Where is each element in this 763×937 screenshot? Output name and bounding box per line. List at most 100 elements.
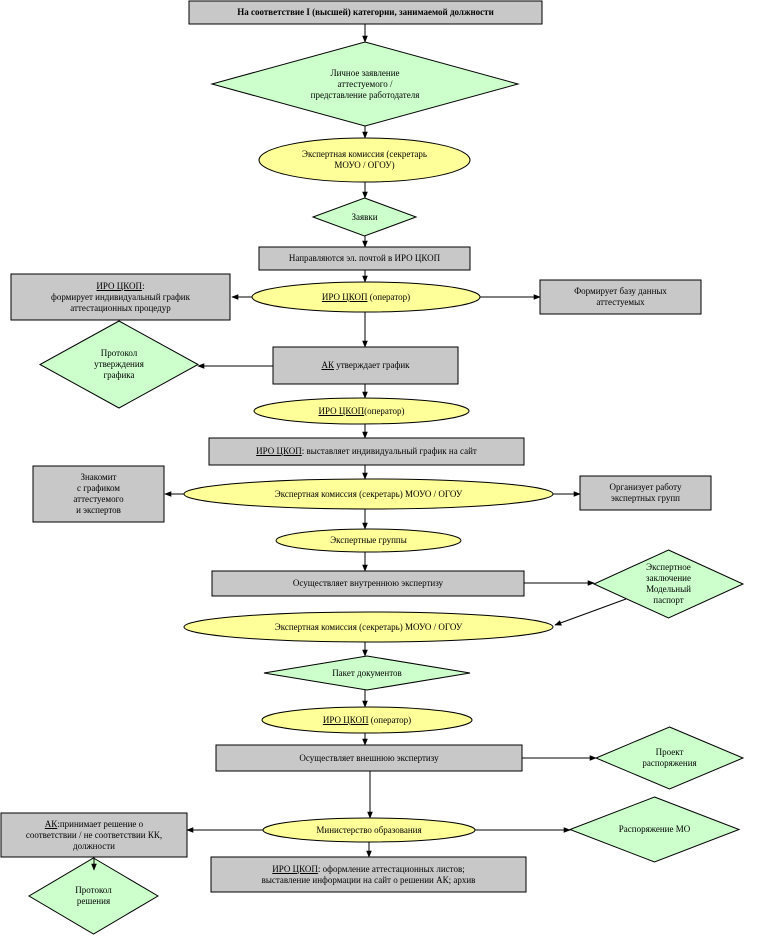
node-label-prefix: ИРО ЦКОП: [321, 291, 368, 302]
node-label-prefix: АК: [44, 818, 58, 829]
node-label-text: утверждает график: [333, 360, 410, 370]
node-label-n06: ИРО ЦКОП (оператор): [252, 282, 480, 312]
flow-diamond-n10: [38, 320, 200, 409]
node-label-line: паспорт: [653, 595, 683, 606]
node-label-text: экспертных групп: [611, 493, 680, 503]
node-label-text: и экспертов: [76, 505, 121, 515]
node-label-text: аттестуемых: [596, 297, 645, 307]
flow-diamond-n23: [594, 726, 745, 790]
node-label-line: аттестуемых: [596, 297, 644, 308]
node-label-text: Министерство образования: [316, 824, 422, 835]
node-label-text: распоряжения: [642, 758, 697, 768]
node-label-text: Организует работу: [609, 482, 682, 492]
flow-diamond-n26: [568, 796, 741, 863]
node-label-line: Модельный: [646, 584, 691, 595]
node-label-line: заключение: [646, 573, 691, 584]
node-label-line: распоряжения: [642, 758, 696, 769]
node-label-text: На соответствие I (высшей) категории, за…: [237, 7, 494, 17]
node-label-n22: Осуществляет внешнюю экспертизу: [216, 745, 522, 771]
node-label-line: На соответствие I (высшей) категории, за…: [237, 7, 494, 18]
node-label-line: ИРО ЦКОП:: [96, 281, 144, 292]
node-label-line: Осуществляет внутреннюю экспертизу: [293, 578, 443, 589]
node-label-text: Формирует базу данных: [574, 286, 667, 296]
node-label-text: Экспертная комиссия (секретарь) МОУО / О…: [274, 621, 463, 632]
node-label-text: Знакомит: [80, 472, 117, 482]
node-label-text: аттестуемого: [73, 494, 124, 504]
node-label-line: Экспертное: [646, 562, 691, 573]
node-label-line: утверждения: [94, 359, 144, 370]
node-label-text: Личное заявление: [330, 67, 400, 78]
node-label-text: Экспертное: [646, 562, 691, 572]
node-label-line: Личное заявление: [330, 68, 399, 79]
node-label-prefix: АК: [321, 360, 334, 370]
node-label-text: аттестуемого /: [337, 78, 393, 89]
node-label-text: Заявки: [351, 211, 378, 222]
node-label-line: с графиком: [77, 483, 120, 494]
node-label-text: графика: [103, 370, 135, 380]
flow-diamond-n20: [263, 655, 471, 691]
node-label-line: аттестационных процедур: [70, 303, 171, 314]
node-label-text: Экспертные группы: [330, 535, 407, 545]
node-label-text: аттестационных процедур: [70, 302, 171, 313]
node-label-n21: ИРО ЦКОП (оператор): [262, 707, 472, 733]
node-label-line: аттестуемого: [73, 494, 123, 505]
node-label-text: Модельный: [646, 584, 691, 594]
node-label-n12: ИРО ЦКОП: выставляет индивидуальный граф…: [209, 438, 524, 465]
flow-box-n17: [211, 570, 525, 597]
node-label-line: ИРО ЦКОП (оператор): [322, 292, 410, 303]
flow-box-n25: [0, 812, 188, 858]
node-label-line: Проект: [656, 747, 684, 758]
flow-ellipse-n11: [253, 397, 470, 425]
node-label-n04: Заявки: [313, 198, 416, 236]
node-label-line: соответствии / не соответствии КК,: [26, 830, 162, 841]
node-label-text: формирует индивидуальный график: [50, 291, 190, 302]
node-label-text: (оператор): [367, 291, 411, 302]
node-label-line: аттестуемого /: [338, 79, 393, 90]
node-label-line: Знакомит: [80, 472, 116, 483]
node-label-text: Экспертная комиссия (секретарь: [302, 149, 427, 159]
flow-ellipse-n16: [275, 528, 462, 553]
node-label-text: соответствии / не соответствии КК,: [25, 829, 163, 840]
node-label-line: ИРО ЦКОП (оператор): [323, 715, 411, 726]
flow-diamond-n18: [592, 549, 745, 619]
node-label-line: Экспертная комиссия (секретарь: [302, 149, 427, 160]
node-label-text: Протокол: [100, 348, 138, 358]
node-label-line: Экспертная комиссия (секретарь) МОУО / О…: [275, 622, 462, 633]
node-label-n13: Экспертная комиссия (секретарь) МОУО / О…: [184, 479, 553, 509]
node-label-n05: Направляются эл. почтой в ИРО ЦКОП: [259, 247, 470, 270]
node-label-line: Экспертные группы: [330, 535, 407, 546]
node-label-text: должности: [73, 840, 115, 851]
flow-box-n07: [10, 273, 231, 321]
node-label-line: графика: [103, 370, 134, 381]
node-label-prefix: ИРО ЦКОП: [318, 405, 365, 416]
node-label-text: Направляются эл. почтой в ИРО ЦКОП: [288, 253, 441, 263]
node-label-text: : выставляет индивидуальный график на са…: [301, 446, 477, 456]
node-label-text: Осуществляет внутреннюю экспертизу: [292, 578, 444, 588]
node-label-line: Распоряжение МО: [619, 824, 690, 835]
flow-diamond-n28: [28, 857, 159, 935]
node-label-text: Осуществляет внешнюю экспертизу: [299, 752, 439, 763]
flow-box-n27: [210, 856, 527, 893]
node-label-line: решения: [77, 896, 110, 907]
node-label-prefix: ИРО ЦКОП: [96, 280, 143, 291]
flow-box-n12: [208, 437, 525, 466]
node-label-text: :: [142, 280, 145, 291]
flow-box-n14: [32, 465, 165, 523]
node-label-line: АК утверждает график: [321, 360, 409, 371]
node-label-n27: ИРО ЦКОП: оформление аттестационных лист…: [211, 857, 526, 892]
node-label-n19: Экспертная комиссия (секретарь) МОУО / О…: [184, 612, 553, 642]
node-label-line: должности: [73, 841, 115, 852]
node-label-text: заключение: [646, 573, 691, 583]
node-label-n01: На соответствие I (высшей) категории, за…: [189, 1, 542, 24]
node-label-n07: ИРО ЦКОП:формирует индивидуальный график…: [11, 274, 230, 320]
node-label-line: Формирует базу данных: [574, 286, 667, 297]
node-label-text: выставление информации на сайт о решении…: [261, 874, 476, 885]
